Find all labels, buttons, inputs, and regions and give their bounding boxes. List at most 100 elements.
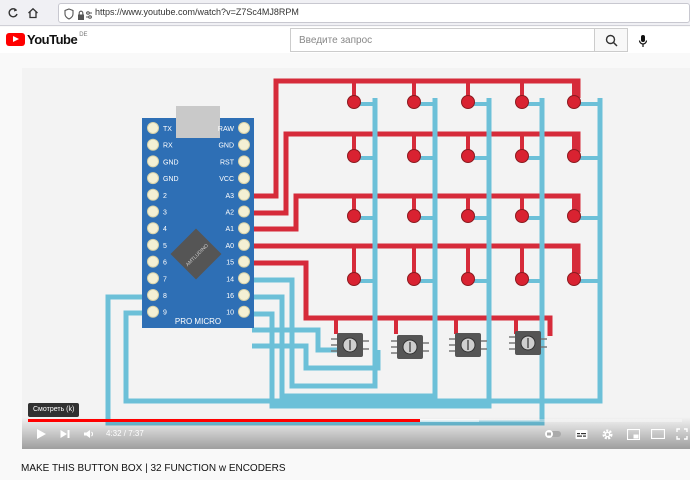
- push-button: [407, 209, 421, 223]
- shield-icon: [64, 7, 74, 25]
- lock-icon: [77, 8, 85, 26]
- pin-label-right: 16: [226, 293, 234, 300]
- reload-icon[interactable]: [4, 4, 22, 22]
- microphone-icon: [638, 35, 648, 47]
- push-button: [407, 95, 421, 109]
- pin-hole-left: [147, 188, 159, 201]
- push-button: [347, 209, 361, 223]
- search-box: [290, 28, 594, 52]
- theater-mode-button[interactable]: [651, 427, 665, 441]
- pin-label-right: 10: [226, 310, 234, 317]
- pin-label-right: 14: [226, 276, 234, 283]
- red-row-wire: [252, 193, 581, 232]
- red-row-wire: [252, 243, 581, 274]
- pin-hole-left: [147, 122, 159, 134]
- pin-label-left: 7: [163, 276, 167, 283]
- pin-hole-left: [147, 222, 159, 235]
- red-row-wire: [252, 78, 581, 199]
- search-button[interactable]: [594, 28, 628, 52]
- push-button: [567, 95, 581, 109]
- settings-button[interactable]: [600, 427, 614, 441]
- pin-hole-right: [238, 272, 250, 285]
- pin-hole-left: [147, 205, 159, 218]
- blue-column-wire: [252, 98, 378, 389]
- theater-mode-icon: [651, 429, 665, 439]
- pin-hole-left: [147, 305, 159, 318]
- pin-hole-left: [147, 238, 159, 251]
- blue-column-wire: [105, 98, 545, 426]
- pin-label-right: RST: [220, 159, 235, 166]
- pin-hole-left: [147, 255, 159, 268]
- play-icon: [37, 429, 46, 439]
- played-bar: [28, 419, 421, 422]
- push-button: [347, 149, 361, 163]
- red-row-wire: [252, 260, 553, 336]
- home-icon[interactable]: [24, 4, 42, 22]
- push-button: [461, 272, 475, 286]
- browser-toolbar: https://www.youtube.com/watch?v=Z7Sc4MJ8…: [0, 0, 690, 26]
- region-code: DE: [79, 32, 88, 38]
- pin-label-right: A2: [225, 210, 234, 217]
- pin-hole-right: [238, 155, 250, 168]
- blue-column-wire: [252, 98, 492, 409]
- push-button: [567, 209, 581, 223]
- push-button: [461, 209, 475, 223]
- subtitles-button[interactable]: [574, 427, 588, 441]
- pin-label-left: GND: [163, 176, 179, 183]
- red-row-wire: [252, 131, 581, 216]
- progress-bar[interactable]: [28, 419, 682, 422]
- logo-text: YouTube: [27, 32, 78, 47]
- video-title: MAKE THIS BUTTON BOX | 32 FUNCTION w ENC…: [21, 463, 286, 474]
- push-button: [347, 272, 361, 286]
- search-input[interactable]: [291, 29, 594, 51]
- pin-hole-right: [238, 289, 250, 301]
- miniplayer-button[interactable]: [626, 427, 640, 441]
- pin-hole-right: [238, 122, 250, 134]
- pin-hole-left: [147, 138, 159, 151]
- usb-connector: [176, 106, 220, 138]
- permissions-icon[interactable]: [85, 8, 93, 26]
- push-button: [407, 149, 421, 163]
- subtitles-icon: [575, 429, 587, 439]
- blue-encoder-wire: [252, 327, 342, 353]
- pin-label-left: 8: [163, 293, 167, 300]
- blue-column-wire: [123, 98, 603, 404]
- pin-label-left: GND: [163, 159, 179, 166]
- push-button: [567, 149, 581, 163]
- next-button[interactable]: [58, 427, 72, 441]
- pin-hole-left: [147, 272, 159, 285]
- autoplay-toggle[interactable]: [544, 427, 562, 441]
- pin-label-left: 9: [163, 310, 167, 317]
- address-bar[interactable]: https://www.youtube.com/watch?v=Z7Sc4MJ8…: [58, 3, 690, 23]
- pin-hole-right: [238, 138, 250, 151]
- push-button: [347, 95, 361, 109]
- youtube-header: YouTube DE: [0, 27, 690, 53]
- volume-icon: [84, 430, 94, 438]
- push-button: [567, 272, 581, 286]
- play-button[interactable]: [34, 427, 48, 441]
- blue-encoder-wire: [252, 343, 381, 371]
- pin-hole-right: [238, 305, 250, 318]
- youtube-logo[interactable]: YouTube DE: [6, 32, 88, 47]
- gear-icon: [602, 429, 612, 439]
- microphone-button[interactable]: [634, 32, 652, 50]
- fullscreen-button[interactable]: [675, 427, 689, 441]
- pin-label-left: 3: [163, 210, 167, 217]
- pin-label-left: RX: [163, 143, 173, 150]
- pro-micro-board: [142, 118, 254, 328]
- push-button: [515, 149, 529, 163]
- miniplayer-icon: [626, 428, 640, 440]
- volume-button[interactable]: [82, 427, 96, 441]
- push-button: [515, 95, 529, 109]
- pin-hole-right: [238, 222, 250, 235]
- pin-label-right: 15: [226, 260, 234, 267]
- push-button: [515, 272, 529, 286]
- player-controls: 4:32 / 7:37: [22, 417, 690, 449]
- push-button: [407, 272, 421, 286]
- push-button: [461, 149, 475, 163]
- autoplay-toggle-icon: [545, 430, 561, 438]
- pin-label-left: 2: [163, 193, 167, 200]
- pin-label-left: TX: [163, 126, 172, 133]
